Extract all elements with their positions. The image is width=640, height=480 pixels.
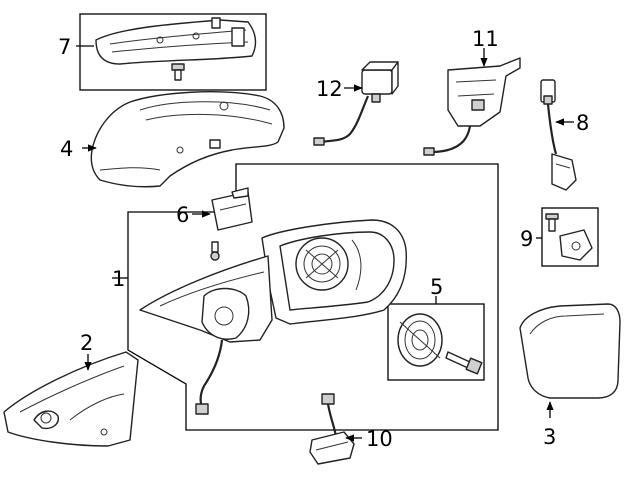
wiring-harness (540, 79, 577, 191)
motor-actuator (211, 187, 253, 231)
mirror-base (139, 255, 273, 415)
part-9-box (541, 207, 599, 267)
turn-signal-lamp (95, 17, 257, 65)
callout-5: 5 (430, 275, 443, 299)
mirror-glass (519, 303, 621, 399)
callout-8: 8 (576, 111, 589, 135)
callout-11: 11 (472, 27, 499, 51)
mirror-cover (90, 91, 285, 188)
wiring-connector (309, 393, 355, 465)
motor-bolt (445, 351, 483, 375)
leader-lines (76, 45, 574, 442)
callout-9: 9 (520, 227, 533, 251)
bracket-screw (545, 213, 559, 232)
callout-6: 6 (176, 203, 189, 227)
sensor-unit (313, 61, 399, 146)
mirror-assembly-outline (127, 163, 499, 431)
mirror-motor (397, 313, 443, 367)
callout-1: 1 (112, 267, 125, 291)
callout-10: 10 (366, 427, 393, 451)
callout-3: 3 (543, 425, 556, 449)
mounting-bracket (559, 229, 593, 261)
mirror-base-cover (3, 351, 139, 447)
mirror-module-bracket (423, 57, 521, 156)
lamp-screw (171, 63, 185, 81)
part-7-box (79, 13, 267, 91)
callout-2: 2 (80, 331, 93, 355)
callout-7: 7 (58, 35, 71, 59)
actuator-screw (210, 241, 220, 261)
mirror-housing (261, 219, 407, 325)
callout-12: 12 (316, 77, 343, 101)
callout-4: 4 (60, 137, 73, 161)
